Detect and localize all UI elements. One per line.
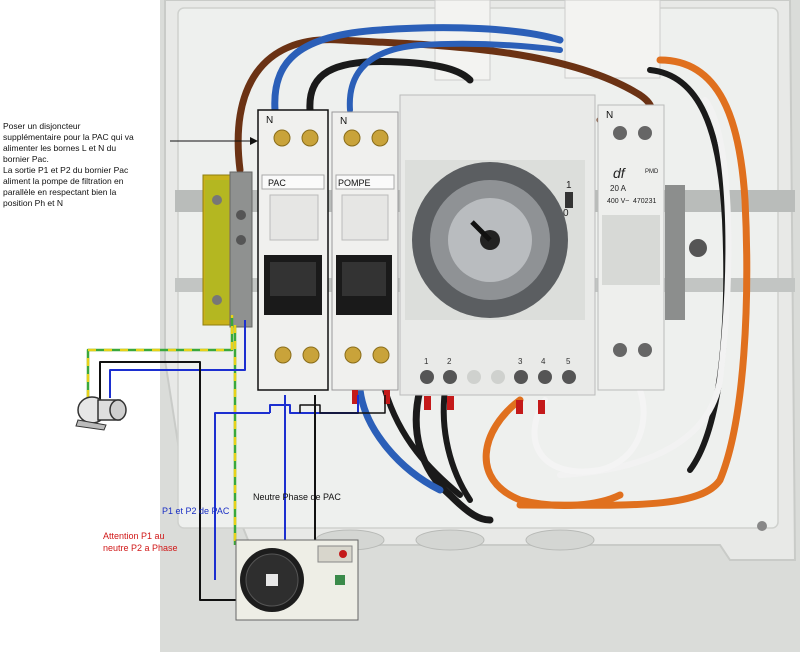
pump-icon: [75, 396, 127, 431]
annotation-wires: [86, 137, 386, 601]
breaker-pac: N PAC: [257, 109, 329, 391]
attention-line-2: neutre P2 a Phase: [103, 543, 178, 553]
timer-mark-1: 1: [566, 180, 572, 191]
timer-terminal-1: 1: [424, 357, 429, 366]
main-note-line-5: La sortie P1 et P2 du bornier Pac: [3, 165, 129, 175]
internal-wires: [234, 24, 751, 524]
main-note-line-6: aliment la pompe de filtration en: [3, 176, 124, 186]
main-note: Poser un disjoncteur supplémentaire pour…: [3, 121, 173, 209]
main-note-line-3: alimenter les bornes L et N du: [3, 143, 117, 153]
module-voltage: 400 V~: [607, 198, 629, 205]
heat-pump-icon: [235, 539, 359, 621]
contactor-module: N df PMD 20 A 400 V~ 470231: [597, 104, 707, 391]
timer-terminal-3: 3: [518, 357, 523, 366]
attention-line-1: Attention P1 au: [103, 531, 165, 541]
neutre-phase-label: Neutre Phase de PAC: [253, 492, 341, 502]
timer-terminal-5: 5: [566, 357, 571, 366]
main-note-line-8: position Ph et N: [3, 198, 64, 208]
breaker-pompe-top-label: N: [340, 116, 347, 127]
main-note-line-2: supplémentaire pour la PAC qui va: [3, 132, 134, 142]
timer-terminal-4: 4: [541, 357, 546, 366]
main-note-line-7: parallèle en respectant bien la: [3, 187, 117, 197]
p1p2-label: P1 et P2 de PAC: [162, 506, 230, 516]
breaker-pac-top-label: N: [266, 115, 273, 126]
attention-note: Attention P1 au neutre P2 a Phase: [103, 530, 183, 554]
module-ref: 470231: [633, 198, 656, 205]
breaker-pompe-name: POMPE: [338, 178, 371, 188]
timer-mark-0: 0: [563, 208, 569, 219]
module-brand: df: [613, 165, 627, 181]
timer-module: 1 0 1 2 3 4 5: [399, 94, 596, 396]
crimp-terminals: [352, 390, 545, 414]
module-rating: 20 A: [610, 184, 627, 193]
breaker-pompe: N POMPE: [331, 111, 399, 391]
module-code: PMD: [645, 169, 659, 175]
breaker-pac-name: PAC: [268, 178, 286, 188]
main-note-line-4: bornier Pac.: [3, 154, 49, 164]
main-note-line-1: Poser un disjoncteur: [3, 121, 81, 131]
module-top-label: N: [606, 110, 613, 121]
timer-terminal-2: 2: [447, 357, 452, 366]
earth-terminal-block: [202, 171, 253, 328]
